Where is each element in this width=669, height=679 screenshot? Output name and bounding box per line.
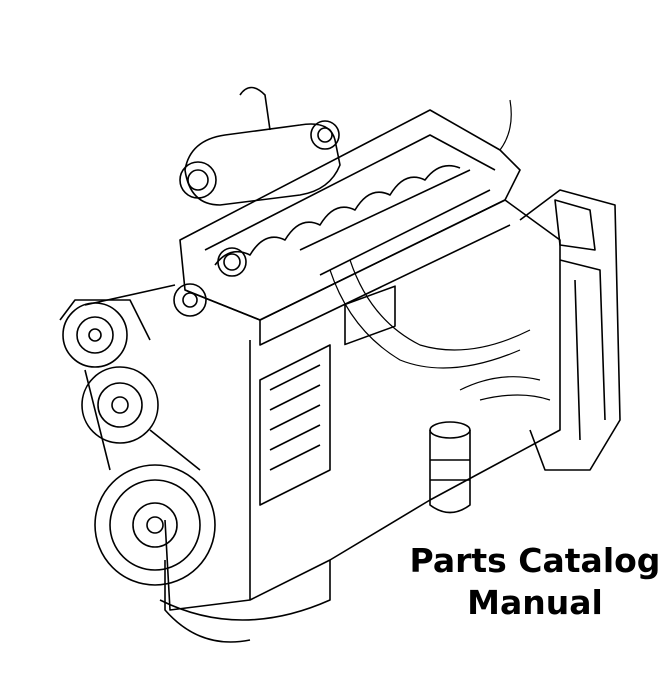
caption-line-manual: Manual bbox=[467, 583, 603, 622]
flywheel-housing bbox=[519, 189, 621, 471]
engine-block bbox=[159, 199, 561, 643]
turbocharger bbox=[179, 86, 341, 206]
front-pulleys bbox=[59, 283, 216, 586]
fuel-filter bbox=[429, 421, 471, 514]
cylinder-head bbox=[179, 109, 521, 321]
caption-line-parts-catalog: Parts Catalog bbox=[409, 541, 661, 580]
fuel-lines bbox=[329, 99, 551, 401]
catalog-caption: Parts Catalog Manual bbox=[405, 540, 665, 624]
